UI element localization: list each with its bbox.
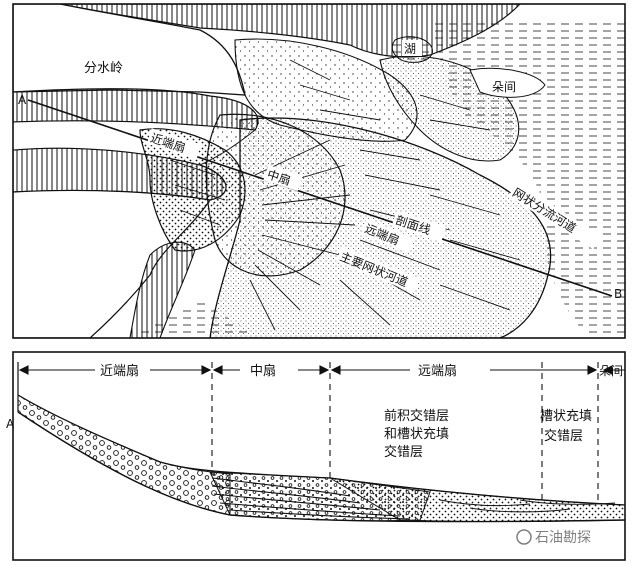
trough-annotation-2: 交错层	[544, 428, 583, 444]
foreset-annotation-1: 前积交错层	[384, 408, 449, 424]
watermark-text: 石油勘探	[535, 530, 591, 546]
section-line-ab	[27, 99, 613, 297]
label-mid-fan: 中扇	[265, 166, 292, 188]
map-frame	[12, 3, 626, 339]
watermark: 石油勘探	[516, 529, 591, 546]
foreset-annotation-2: 和槽状充填	[384, 426, 449, 442]
label-section-start: A	[18, 93, 27, 107]
trough-annotation-1: 槽状充填	[540, 408, 592, 424]
section-start-label: A	[6, 417, 15, 431]
zone-label-proximal: 近端扇	[100, 363, 139, 379]
zone-label-distal: 远端扇	[418, 363, 457, 379]
label-divide: 分水岭	[84, 61, 123, 76]
plan-map	[13, 4, 625, 338]
label-lake: 湖	[404, 41, 416, 56]
label-interdistributary: 朵间	[492, 80, 516, 94]
foreset-annotation-3: 交错层	[384, 444, 423, 460]
watermark-logo-icon	[516, 529, 532, 545]
zone-label-mid: 中扇	[250, 363, 276, 379]
foreset-lenses	[211, 477, 411, 520]
cross-section	[17, 362, 625, 523]
zone-arrows	[18, 365, 625, 375]
zone-boundaries	[211, 362, 599, 505]
zone-label-lobe-gap: 朵间	[599, 364, 623, 378]
upper-fan-lobe	[234, 38, 418, 142]
surface-line	[17, 394, 625, 506]
basement-line	[17, 411, 625, 523]
section-frame	[12, 351, 626, 561]
label-section-end: B	[614, 287, 622, 301]
